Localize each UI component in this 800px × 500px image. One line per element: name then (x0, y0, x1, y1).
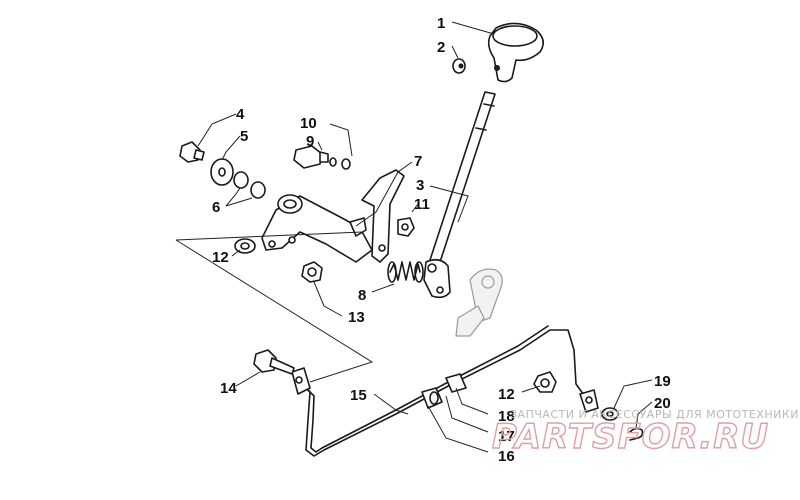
watermark-tagline: ЗАПЧАСТИ И АКСЕССУАРЫ ДЛЯ МОТОТЕХНИКИ (510, 408, 799, 421)
watermark-logo: PARTSFOR.RU (492, 417, 769, 457)
bushing-lower (533, 371, 557, 393)
callout-13: 13 (348, 309, 365, 326)
o-rings (233, 171, 266, 199)
ball-stud (293, 145, 351, 170)
callout-5: 5 (240, 128, 248, 145)
reference-lines (175, 231, 374, 383)
callout-20: 20 (654, 395, 671, 412)
washer (210, 158, 234, 186)
callout-3: 3 (416, 177, 424, 194)
bolt-14 (253, 349, 295, 375)
lever-plate (361, 169, 405, 263)
callout-18: 18 (498, 408, 515, 425)
callout-2: 2 (437, 39, 445, 56)
washer-19 (601, 407, 619, 421)
callout-labels: 1 2 3 4 5 6 7 8 9 10 11 12 13 14 15 12 1… (212, 15, 671, 465)
shift-knob (487, 22, 544, 83)
callout-15: 15 (350, 387, 367, 404)
bushing-upper (234, 238, 256, 254)
rod-end-nuts (421, 373, 467, 409)
callout-17: 17 (498, 428, 515, 445)
callout-12b: 12 (498, 386, 515, 403)
nut-11 (397, 217, 415, 237)
callout-10: 10 (300, 115, 317, 132)
watermark: ЗАПЧАСТИ И АКСЕССУАРЫ ДЛЯ МОТОТЕХНИКИ PA… (491, 408, 799, 458)
cotter-pin (629, 427, 644, 441)
callout-6: 6 (212, 199, 220, 216)
shift-lever-bracket (261, 194, 373, 263)
callout-7: 7 (414, 153, 422, 170)
bolt (179, 141, 205, 163)
ghost-shift-arm (455, 268, 503, 337)
set-screw (452, 58, 466, 74)
callout-19: 19 (654, 373, 671, 390)
spring (387, 261, 424, 283)
shift-rod (423, 91, 496, 299)
callout-11: 11 (414, 196, 430, 213)
linkage-rod (291, 325, 599, 457)
callout-8: 8 (358, 287, 366, 304)
callout-1: 1 (437, 15, 445, 32)
lock-nut (301, 261, 323, 283)
callout-4: 4 (236, 106, 245, 123)
callout-9: 9 (306, 133, 314, 150)
callout-14: 14 (220, 380, 237, 397)
callout-12a: 12 (212, 249, 229, 266)
leader-lines (197, 21, 653, 453)
callout-16: 16 (498, 448, 515, 465)
